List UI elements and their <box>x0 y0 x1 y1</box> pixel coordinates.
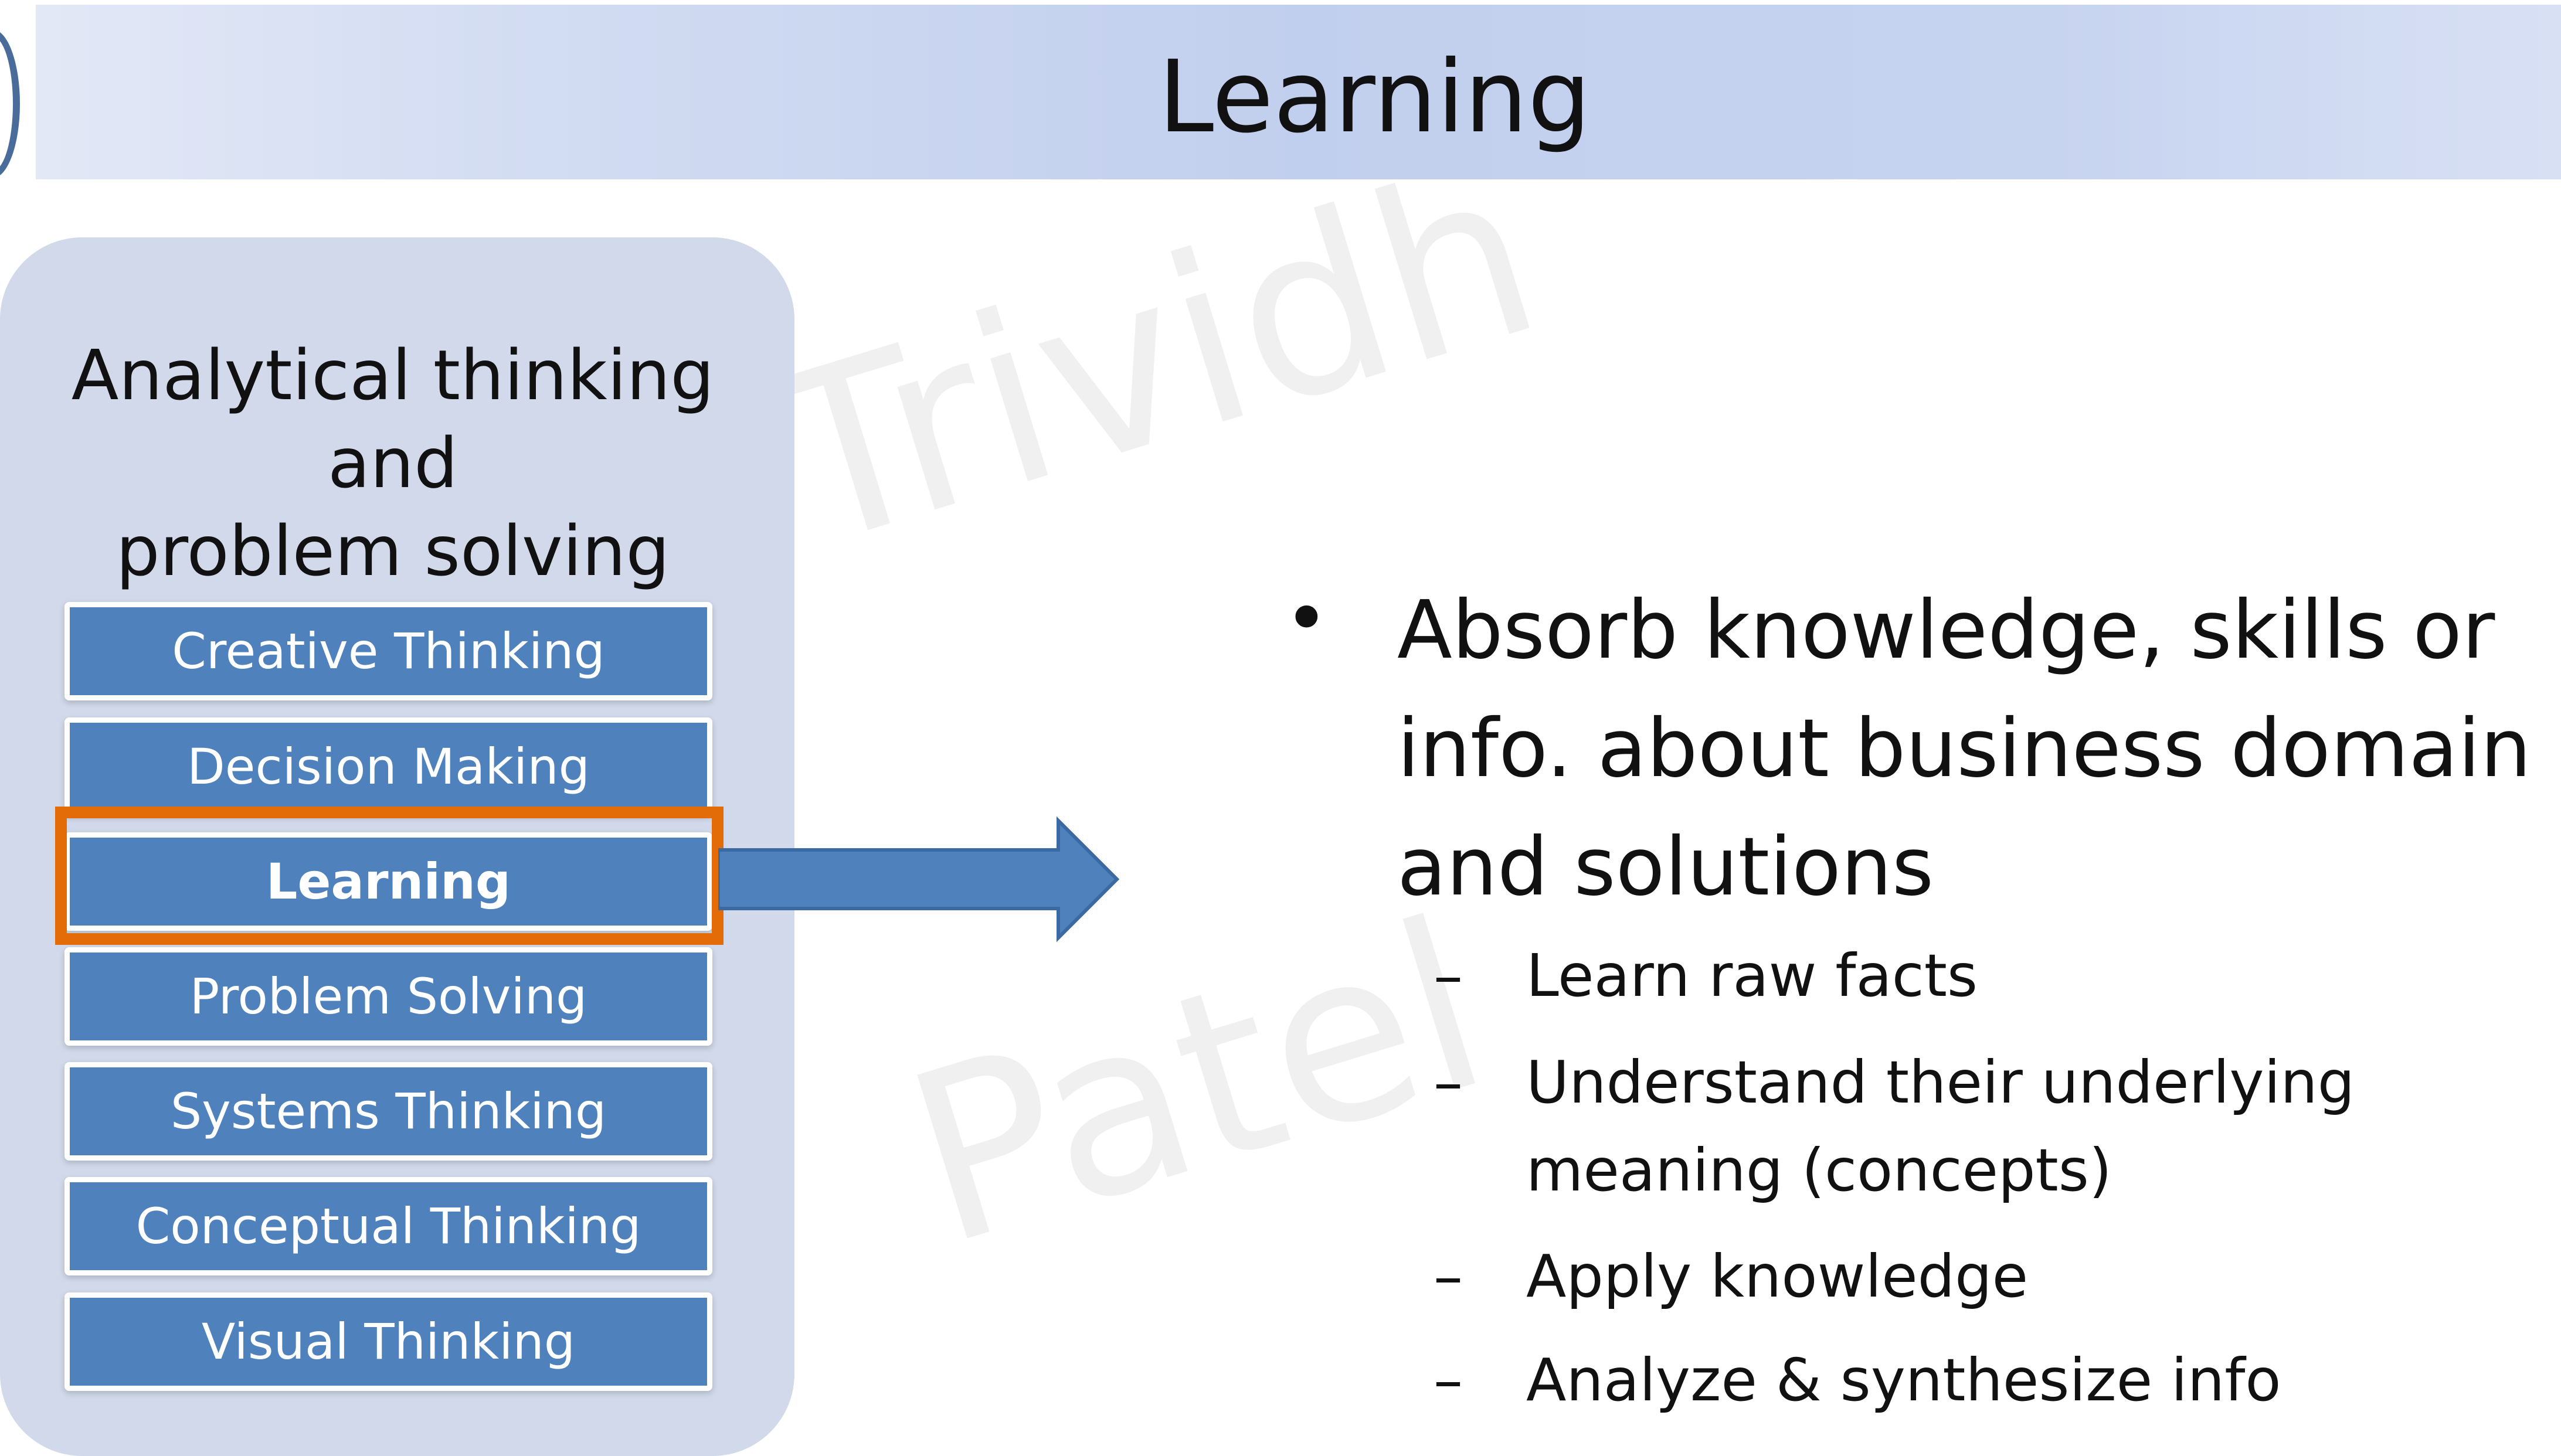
item-problem-solving[interactable]: Problem Solving <box>64 947 712 1046</box>
panel-title-line1: Analytical thinking and <box>71 335 715 504</box>
slide-title: Learning <box>1158 39 1591 155</box>
right-arrow-icon <box>718 816 1120 943</box>
bullet-dot-icon: • <box>1284 574 1329 663</box>
watermark-trividh: Trividh <box>747 114 1565 601</box>
item-creative-thinking[interactable]: Creative Thinking <box>64 602 712 700</box>
item-decision-making[interactable]: Decision Making <box>64 717 712 816</box>
item-learning[interactable]: Learning <box>64 832 712 931</box>
dash-icon: – <box>1434 1242 1463 1311</box>
item-visual-thinking[interactable]: Visual Thinking <box>64 1292 712 1391</box>
dash-icon: – <box>1434 941 1463 1010</box>
item-systems-thinking[interactable]: Systems Thinking <box>64 1062 712 1161</box>
panel-title: Analytical thinking and problem solving <box>0 331 786 595</box>
dash-icon: – <box>1434 1346 1463 1414</box>
sub-bullet-4: Analyze & synthesize info <box>1526 1346 2281 1414</box>
sub-bullet-1: Learn raw facts <box>1526 941 1978 1010</box>
sub-bullet-3: Apply knowledge <box>1526 1242 2029 1311</box>
previous-slide-edge <box>0 29 20 178</box>
sub-bullet-2: Understand their underlying meaning (con… <box>1526 1048 2355 1205</box>
panel-title-line2: problem solving <box>116 511 670 591</box>
main-bullet: Absorb knowledge, skills or info. about … <box>1397 584 2532 914</box>
active-item-highlight <box>55 807 724 945</box>
title-bar: Learning <box>36 5 2561 179</box>
item-conceptual-thinking[interactable]: Conceptual Thinking <box>64 1177 712 1275</box>
dash-icon: – <box>1434 1048 1463 1117</box>
